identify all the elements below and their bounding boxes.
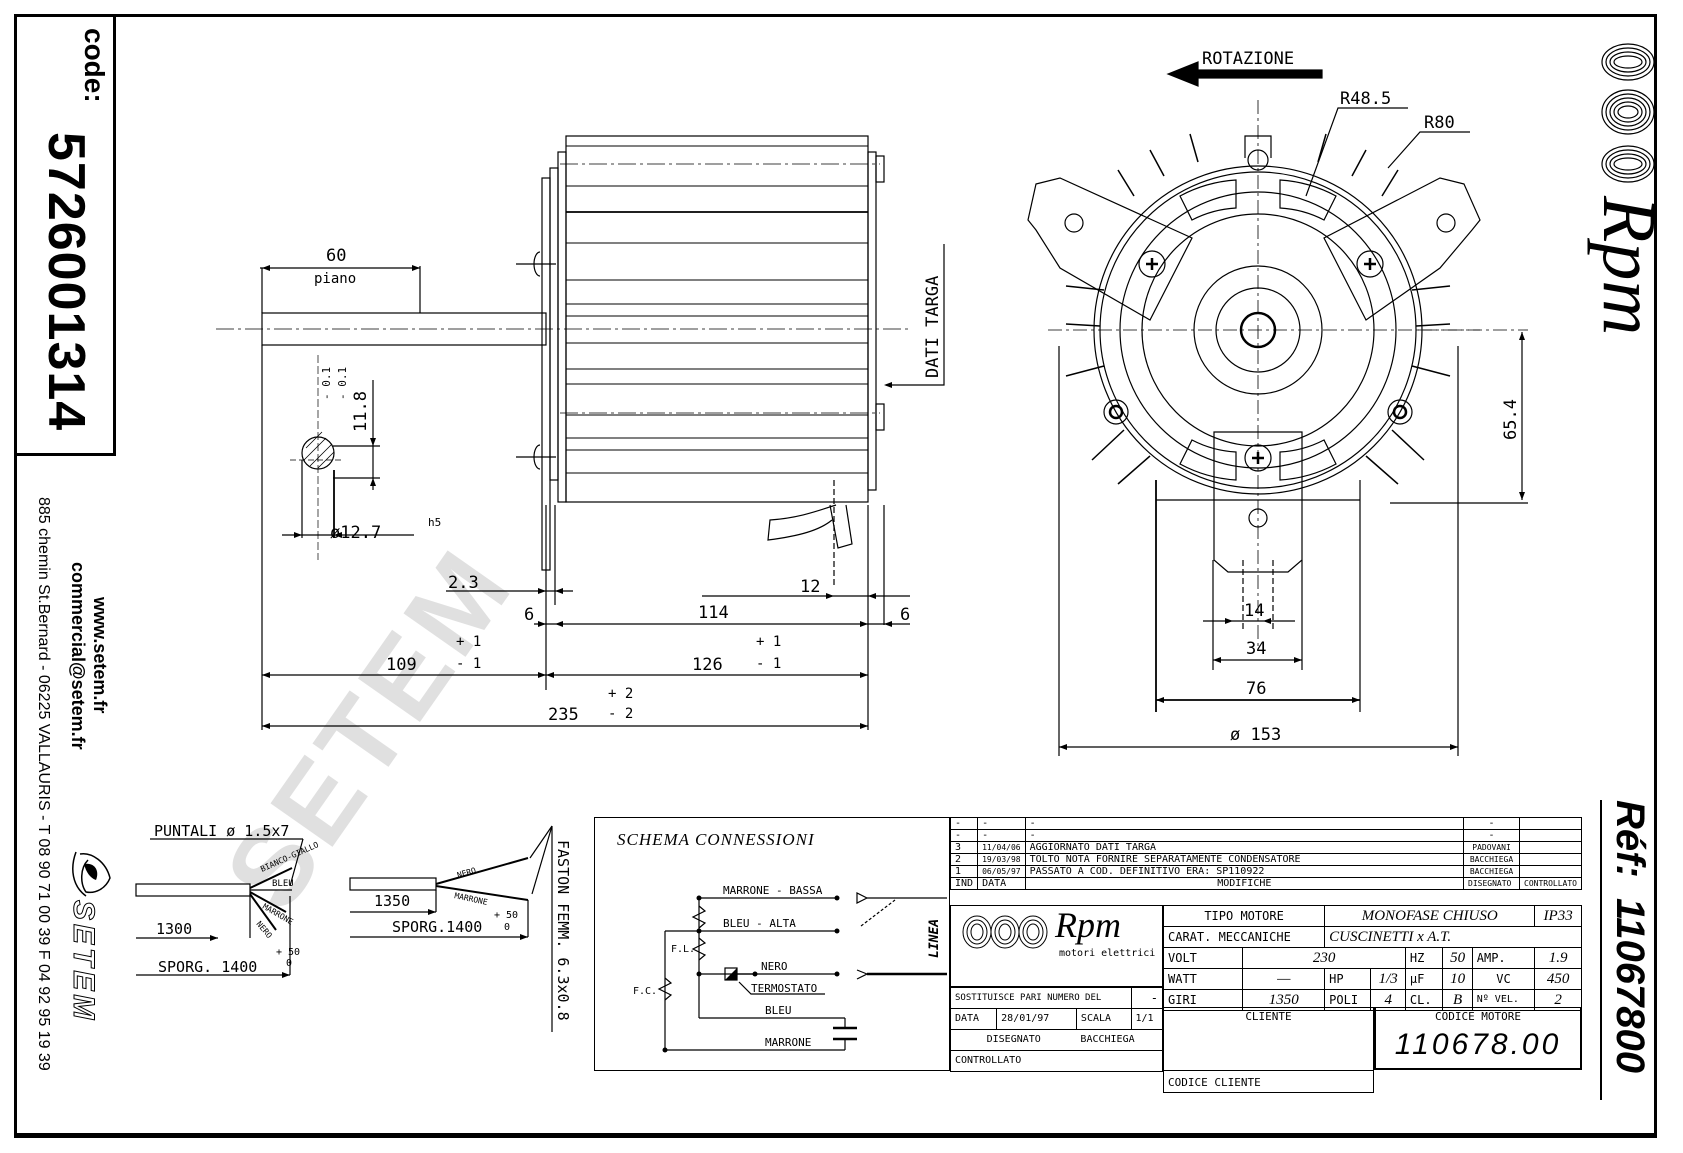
flat-tolerance-top: - 0.1 xyxy=(320,367,333,400)
wire-bleu-alta: BLEU - ALTA xyxy=(723,917,796,930)
wire-marrone: MARRONE xyxy=(765,1036,811,1049)
code-box: code: 5726001314 xyxy=(14,14,116,456)
dim-flange-right: 6 xyxy=(900,605,910,625)
dim-flange-thickness: 2.3 xyxy=(448,573,479,593)
motor-code: 110678.00 xyxy=(1394,1028,1562,1061)
volt-value: 230 xyxy=(1242,947,1406,969)
protrusion-1: SPORG. 1400 xyxy=(158,958,257,976)
title-rpm-logo: Rpm xyxy=(1055,905,1121,945)
motor-code-block: CODICE MOTORE 110678.00 xyxy=(1374,1007,1582,1070)
poles-value: 4 xyxy=(1370,989,1406,1011)
dim-shaft-tol-minus: - 1 xyxy=(456,656,481,672)
title-logo-subtitle: motori elettrici xyxy=(1059,948,1156,959)
title-logo-block: Rpm motori elettrici xyxy=(950,905,1163,987)
tips-label: PUNTALI ø 1.5x7 xyxy=(154,822,289,840)
protrusion-2: SPORG.1400 xyxy=(392,918,482,936)
sheath-length-1: 1300 xyxy=(156,920,192,938)
drawing-scale: 1/1 xyxy=(1130,1008,1164,1030)
radius-inner: R48.5 xyxy=(1340,89,1391,109)
dim-shaft-diameter: ø12.7 xyxy=(330,523,381,543)
hp-value: 1/3 xyxy=(1370,968,1406,990)
motor-type: MONOFASE CHIUSO xyxy=(1324,905,1536,927)
setem-bird-logo-icon xyxy=(72,851,111,897)
spec-table: TIPO MOTORE MONOFASE CHIUSO IP33 CARAT. … xyxy=(1162,905,1582,1011)
dim-body: 114 xyxy=(698,603,729,623)
dim-diameter: ø 153 xyxy=(1230,725,1281,745)
dim-bracket: 34 xyxy=(1246,639,1266,659)
dim-feet: 76 xyxy=(1246,679,1266,699)
dim-motor-total: 126 xyxy=(692,655,723,675)
radius-outer: R80 xyxy=(1424,113,1455,133)
tolerance-2-minus: 0 xyxy=(504,922,510,933)
wire-label-2-nero: NERO xyxy=(456,866,477,880)
dim-motor-tol-minus: - 1 xyxy=(756,656,781,672)
drawing-info-table: SOSTITUISCE PARI NUMERO DEL- DATA 28/01/… xyxy=(949,987,1164,1072)
dim-shaft-fit: h5 xyxy=(428,516,441,529)
wire-marrone-bassa: MARRONE - BASSA xyxy=(723,884,823,897)
faston-label: FASTON FEMM. 6.3x0.8 xyxy=(554,840,572,1021)
dim-overall-tol-plus: + 2 xyxy=(608,686,633,702)
hz-value: 50 xyxy=(1442,947,1473,969)
rpm-value: 1350 xyxy=(1242,989,1326,1011)
winding-aux: F.C. xyxy=(633,986,657,997)
schema-title: SCHEMA CONNESSIONI xyxy=(617,830,815,849)
dim-height: 65.4 xyxy=(1501,399,1521,440)
dim-cable-offset: 12 xyxy=(800,577,820,597)
shaft-flat-label: piano xyxy=(314,271,356,287)
dim-overall-tol-minus: - 2 xyxy=(608,706,633,722)
dim-flat: 11.8 xyxy=(351,391,371,432)
uf-value: 10 xyxy=(1442,968,1473,990)
sheath-length-2: 1350 xyxy=(374,892,410,910)
tolerance-1-minus: 0 xyxy=(286,958,292,969)
dim-shaft-total: 109 xyxy=(386,655,417,675)
amp-value: 1.9 xyxy=(1534,947,1582,969)
rpm-coil-small-icon xyxy=(962,915,1048,949)
replaces-value: - xyxy=(1130,987,1164,1009)
vc-value: 450 xyxy=(1534,968,1582,990)
dim-overall: 235 xyxy=(548,705,579,725)
mechanical-spec: CUSCINETTI x A.T. xyxy=(1324,926,1582,948)
nameplate-label: DATI TARGA xyxy=(923,276,943,378)
dim-shaft-tol-plus: + 1 xyxy=(456,634,481,650)
client-block: CLIENTE CODICE CLIENTE xyxy=(1163,1007,1374,1093)
drawn-by: BACCHIEGA xyxy=(1076,1029,1164,1051)
rpm-coil-logo-icon xyxy=(1601,43,1655,183)
ref-underline xyxy=(1600,800,1602,1100)
thermostat-label: TERMOSTATO xyxy=(751,982,817,995)
dim-shaft-length: 60 xyxy=(326,246,346,266)
wire-bleu: BLEU xyxy=(765,1004,792,1017)
tolerance-2-plus: + 50 xyxy=(494,910,518,921)
line-label: LINEA xyxy=(927,919,942,958)
rotation-label: ROTAZIONE xyxy=(1202,49,1294,69)
wire-label-bleu: BLEU xyxy=(272,879,294,889)
dim-slot: 14 xyxy=(1244,601,1264,621)
drawing-date: 28/01/97 xyxy=(996,1008,1077,1030)
speeds-value: 2 xyxy=(1534,989,1582,1011)
dim-motor-tol-plus: + 1 xyxy=(756,634,781,650)
winding-main: F.L. xyxy=(671,944,695,955)
watt-value: — xyxy=(1242,968,1326,990)
connection-schema: SCHEMA CONNESSIONI xyxy=(594,817,950,1071)
wire-nero: NERO xyxy=(761,960,788,973)
flat-tolerance-bottom: - 0.1 xyxy=(336,367,349,400)
table-row: ---- xyxy=(949,829,1582,842)
class-value: B xyxy=(1442,989,1473,1011)
table-row: ---- xyxy=(949,817,1582,830)
drawing-frame xyxy=(14,14,1657,1138)
dim-flange-left: 6 xyxy=(524,605,534,625)
protection-rating: IP33 xyxy=(1534,905,1582,927)
tolerance-1-plus: + 50 xyxy=(276,947,300,958)
